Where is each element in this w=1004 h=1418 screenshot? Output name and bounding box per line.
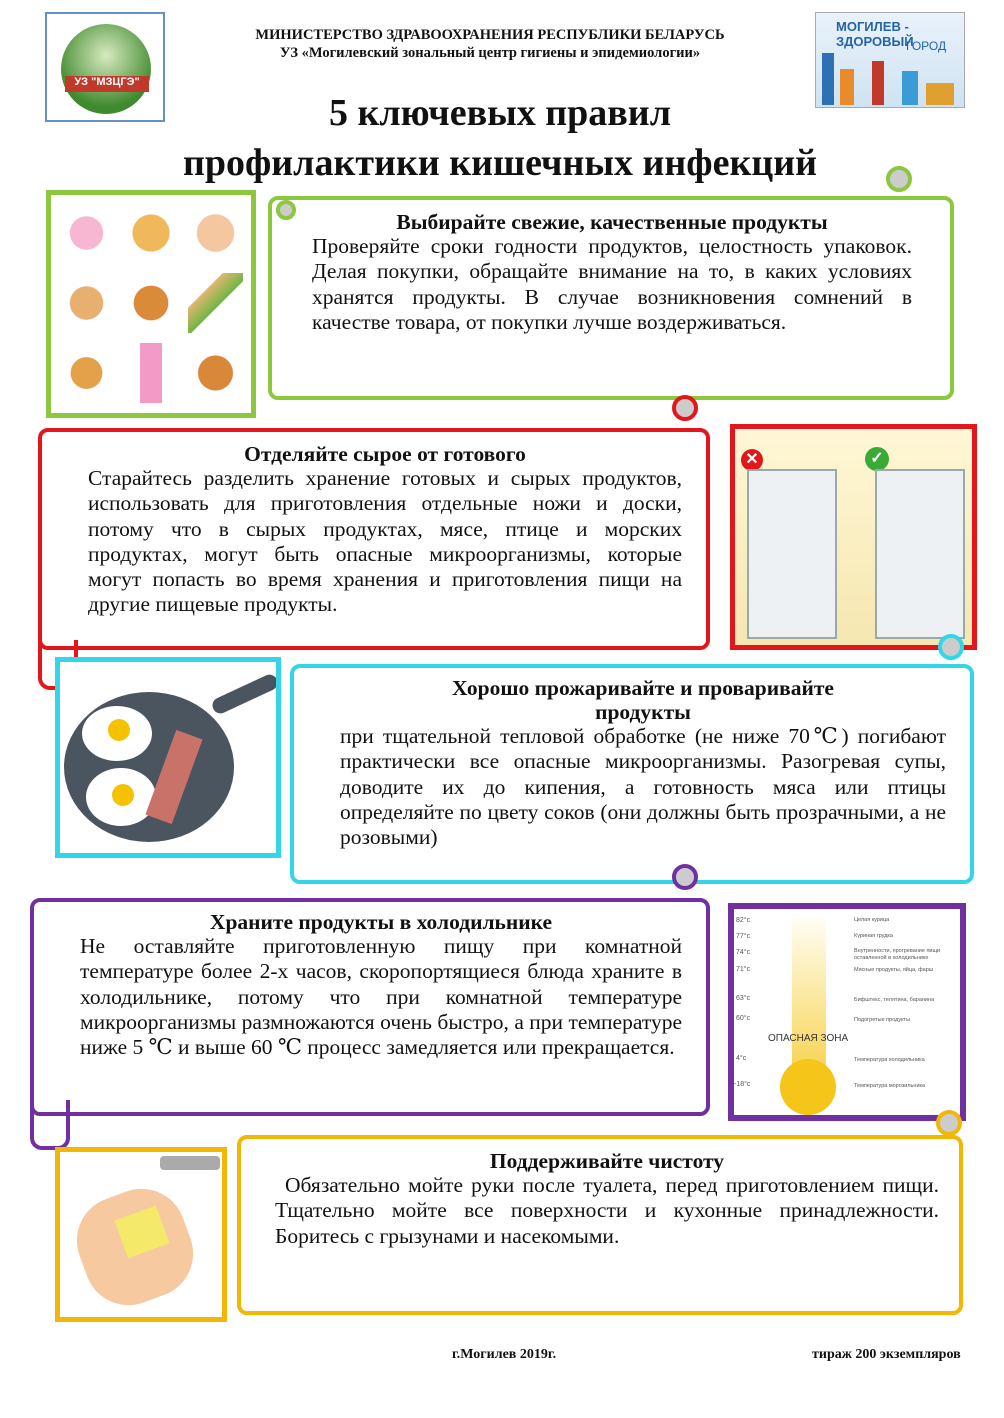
rule-5-body: Обязательно мойте руки после туалета, пе…: [275, 1173, 939, 1248]
ministry-header: МИНИСТЕРСТВО ЗДРАВООХРАНЕНИЯ РЕСПУБЛИКИ …: [200, 26, 780, 62]
logo-right-line2: ГОРОД: [906, 39, 947, 53]
rule-3-body: при тщательной тепловой обработке (не ни…: [340, 724, 946, 850]
title-line2: профилактики кишечных инфекций: [182, 142, 818, 184]
rule-2-title: Отделяйте сырое от готового: [244, 442, 526, 466]
scroll-curl-icon: [672, 395, 698, 421]
rule-1-card: Выбирайте свежие, качественные продукты …: [268, 196, 954, 400]
danger-zone-label: ОПАСНАЯ ЗОНА: [768, 1033, 849, 1044]
temp-tick: 74°c: [736, 949, 751, 956]
rule-2-body: Старайтесь разделить хранение готовых и …: [88, 466, 682, 617]
temp-tick: 77°c: [736, 933, 751, 940]
page-title: 5 ключевых правил профилактики кишечных …: [100, 88, 900, 188]
temp-tick: -18°c: [734, 1081, 751, 1088]
ministry-name: МИНИСТЕРСТВО ЗДРАВООХРАНЕНИЯ РЕСПУБЛИКИ …: [255, 27, 725, 43]
footer-print-run: тираж 200 экземпляров: [812, 1347, 961, 1362]
fridge-image: ✕ ✓: [730, 424, 977, 650]
temp-label: Мясные продукты, яйца, фарш: [854, 967, 934, 973]
temp-tick: 71°c: [736, 966, 751, 973]
scroll-curl-icon: [276, 200, 296, 220]
temp-tick: 60°c: [736, 1015, 751, 1022]
logo-right: МОГИЛЕВ - ЗДОРОВЫЙ ГОРОД: [815, 12, 965, 108]
rule-4-title: Храните продукты в холодильнике: [209, 910, 553, 934]
temp-label: Температура холодильника: [854, 1057, 925, 1063]
rule-5-card: Поддерживайте чистоту Обязательно мойте …: [237, 1135, 963, 1315]
rule-3-title: Хорошо прожаривайте и проваривайте проду…: [452, 676, 834, 724]
rule-5-title: Поддерживайте чистоту: [489, 1149, 725, 1173]
hand-washing-image: [55, 1147, 227, 1322]
rule-2-card: Отделяйте сырое от готового Старайтесь р…: [38, 428, 710, 650]
footer-city: г.Могилев 2019г.: [452, 1347, 557, 1362]
frying-pan-image: [55, 657, 281, 858]
temp-tick: 63°c: [736, 995, 751, 1002]
rule-3-card: Хорошо прожаривайте и проваривайте проду…: [290, 664, 974, 884]
title-line1: 5 ключевых правил: [328, 92, 672, 134]
scroll-curl-icon: [886, 166, 912, 192]
temp-label: Внутренности, прогревание пищи оставленн…: [854, 948, 941, 961]
logo-left-text: УЗ "МЗЦГЭ": [65, 76, 149, 92]
rule-1-title: Выбирайте свежие, качественные продукты: [396, 210, 828, 234]
temp-label: Целая курица: [854, 917, 890, 923]
rule-4-body: Не оставляйте приготовленную пищу при ко…: [80, 934, 682, 1060]
logo-left: УЗ "МЗЦГЭ": [45, 12, 165, 122]
scroll-curl-icon: [936, 1110, 962, 1136]
rule-4-card: Храните продукты в холодильнике Не остав…: [30, 898, 710, 1116]
temperature-chart-image: 82°c 77°c 74°c 71°c 63°c 60°c 4°c -18°c …: [728, 903, 966, 1121]
rule-1-body: Проверяйте сроки годности продуктов, цел…: [312, 234, 912, 334]
junk-food-image: [46, 190, 256, 418]
scroll-curl-icon: [672, 864, 698, 890]
temp-tick: 4°c: [736, 1055, 747, 1062]
logo-right-line1: МОГИЛЕВ - ЗДОРОВЫЙ: [836, 19, 914, 49]
temp-label: Температура морозильника: [854, 1083, 926, 1089]
temp-label: Подогретые продукты: [854, 1017, 911, 1023]
center-name: УЗ «Могилевский зональный центр гигиены …: [279, 45, 701, 61]
temp-label: Куриная грудка: [854, 933, 893, 939]
temp-label: Бифштекс, телятина, баранина: [854, 997, 935, 1003]
temp-tick: 82°c: [736, 917, 751, 924]
scroll-curl-icon: [938, 634, 964, 660]
